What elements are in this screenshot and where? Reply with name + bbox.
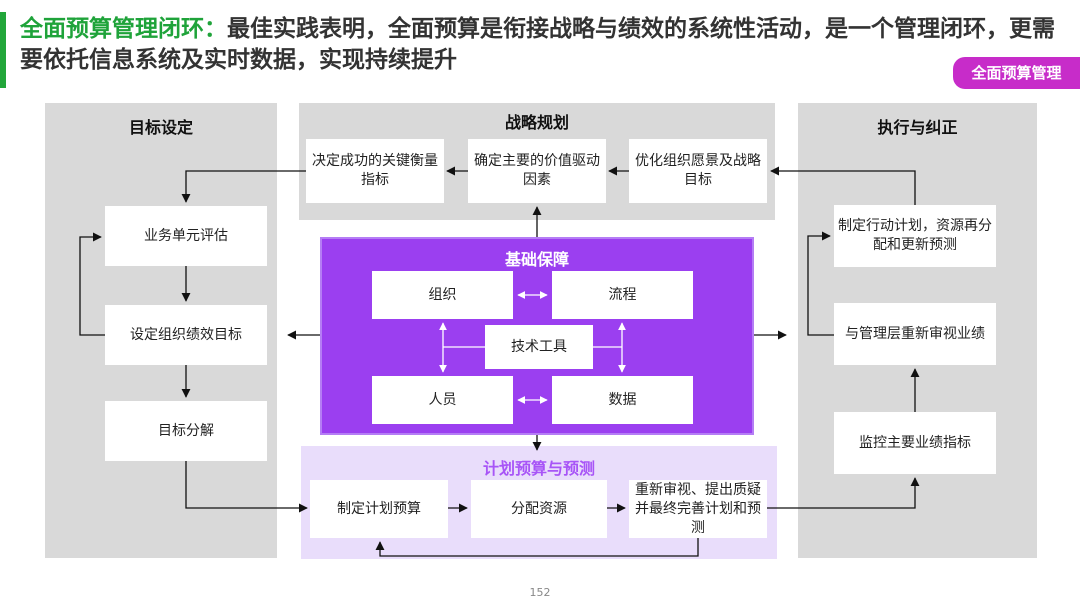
- target-breakdown-box: 目标分解: [105, 401, 267, 461]
- vision-goals-box: 优化组织愿景及战略目标: [629, 139, 767, 203]
- review-performance-box: 与管理层重新审视业绩: [834, 303, 996, 365]
- foundation-title: 基础保障: [504, 250, 569, 269]
- key-metrics-box: 决定成功的关键衡量指标: [306, 139, 444, 203]
- section-tag: 全面预算管理: [953, 57, 1080, 89]
- allocate-resources-box: 分配资源: [471, 480, 607, 538]
- action-plan-box: 制定行动计划，资源再分配和更新预测: [834, 205, 996, 267]
- execution-title: 执行与纠正: [877, 118, 958, 137]
- page-number: 152: [529, 586, 551, 599]
- planning-budget-title: 计划预算与预测: [482, 459, 595, 478]
- title-rest: 最佳实践表明，全面预算是衔接战略与绩效的系统性活动，是一个管理闭环，更需要依托信…: [20, 16, 1055, 73]
- monitor-kpi-box: 监控主要业绩指标: [834, 412, 996, 474]
- process-box: 流程: [552, 271, 693, 319]
- make-budget-box: 制定计划预算: [310, 480, 448, 538]
- page-title: 全面预算管理闭环：最佳实践表明，全面预算是衔接战略与绩效的系统性活动，是一个管理…: [20, 14, 1060, 76]
- data-box: 数据: [552, 376, 693, 424]
- business-unit-eval-box: 业务单元评估: [105, 206, 267, 266]
- set-org-targets-box: 设定组织绩效目标: [105, 305, 267, 365]
- people-box: 人员: [372, 376, 513, 424]
- value-drivers-box: 确定主要的价值驱动因素: [468, 139, 606, 203]
- accent-bar: [0, 12, 6, 88]
- organization-box: 组织: [372, 271, 513, 319]
- strategy-title: 战略规划: [504, 113, 569, 132]
- title-highlight: 全面预算管理闭环：: [20, 16, 227, 42]
- tech-tools-box: 技术工具: [485, 325, 593, 369]
- goal-setting-title: 目标设定: [128, 118, 193, 137]
- review-refine-box: 重新审视、提出质疑并最终完善计划和预测: [629, 480, 767, 538]
